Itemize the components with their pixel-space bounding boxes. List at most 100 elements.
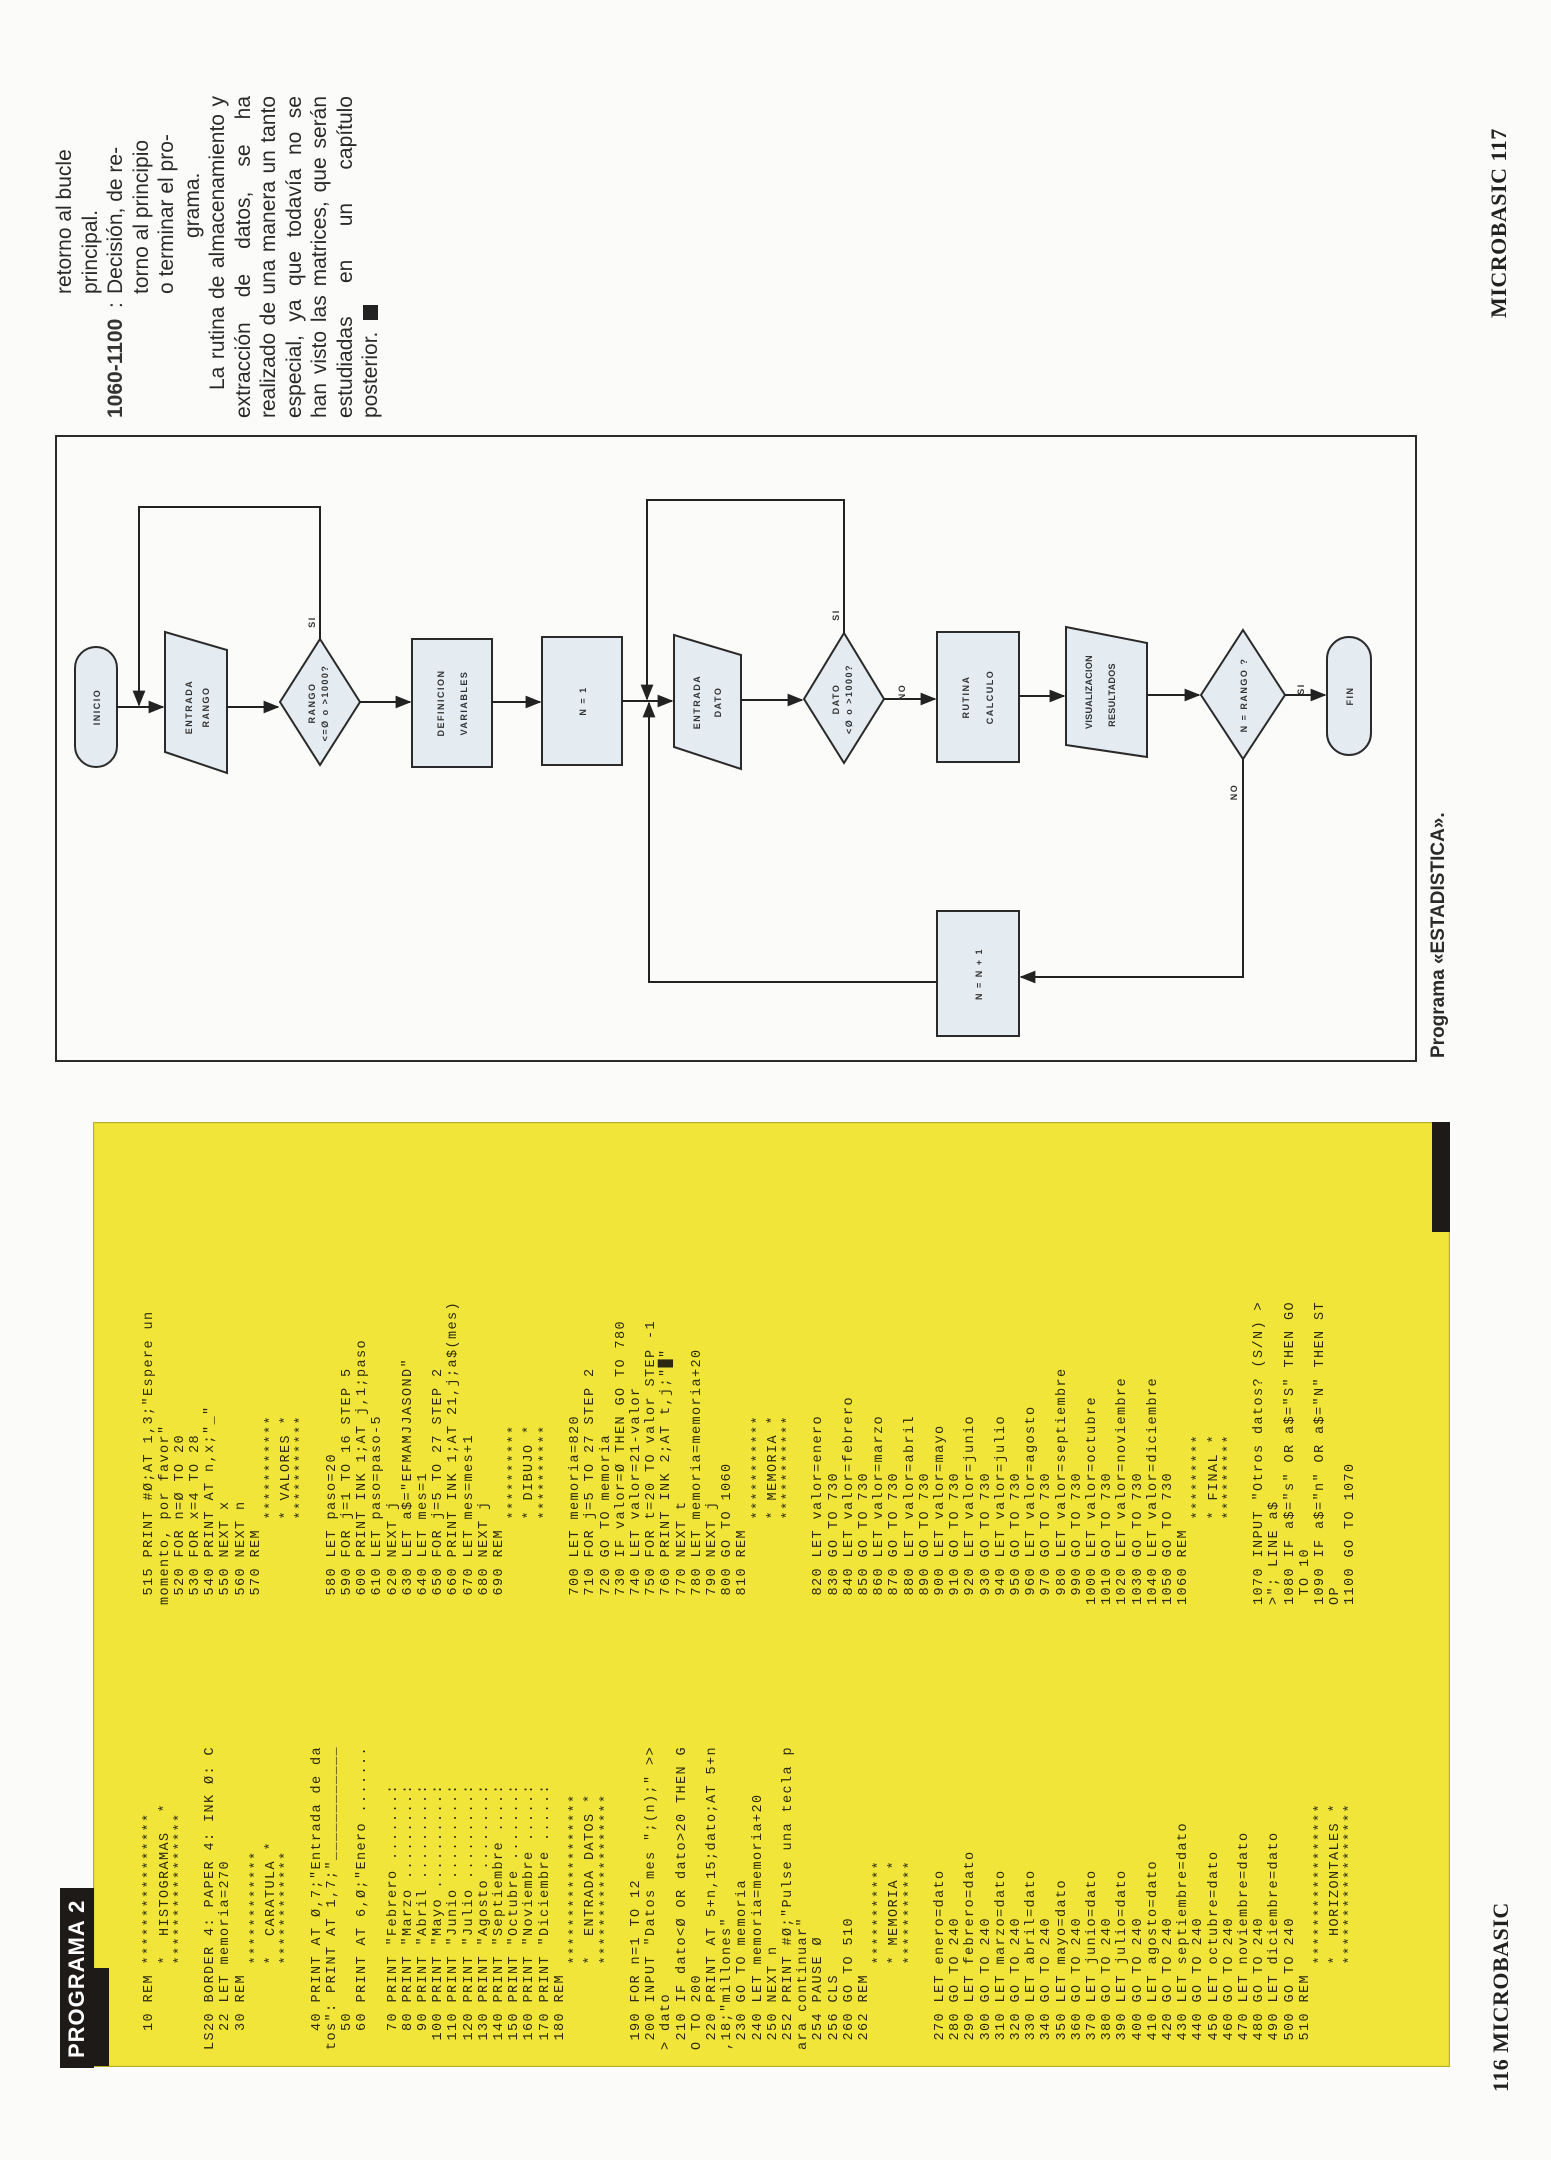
code-line: 430 LET septiembre=dato bbox=[1176, 1821, 1192, 2050]
code-line: * CARATULA * bbox=[264, 1840, 280, 2050]
code-line: 22 LET memoria=270 bbox=[218, 1859, 234, 2050]
code-line: 130 PRINT "Agosto ........: bbox=[476, 1783, 492, 2050]
code-line: 150 PRINT "Octubre .......: bbox=[507, 1783, 523, 2050]
code-line: 590 FOR j=1 TO 16 STEP 5 bbox=[340, 1367, 356, 1605]
svg-text:RUTINA: RUTINA bbox=[961, 676, 971, 719]
code-line: 515 PRINT #Ø;AT 1,3;"Espere un bbox=[142, 1310, 158, 1605]
code-line: 940 LET valor=julio bbox=[993, 1414, 1009, 1605]
code-line: > dato bbox=[659, 1992, 675, 2050]
text-line: torno al principio bbox=[129, 139, 153, 294]
code-line: 540 PRINT AT n,x;"_" bbox=[203, 1405, 219, 1605]
code-line: 410 LET agosto=dato bbox=[1145, 1859, 1161, 2050]
svg-text:N = RANGO ?: N = RANGO ? bbox=[1239, 658, 1249, 733]
code-line: 110 PRINT "Junio .........: bbox=[446, 1783, 462, 2050]
svg-text:ENTRADA: ENTRADA bbox=[184, 680, 194, 735]
code-line bbox=[796, 1135, 811, 1605]
svg-text:SI: SI bbox=[831, 609, 841, 621]
code-line: 70 PRINT "Febrero .......: bbox=[385, 1783, 401, 2050]
code-line: 230 GO TO memoria bbox=[735, 1878, 751, 2050]
code-line: 530 FOR x=4 TO 28 bbox=[188, 1433, 204, 1605]
code-line: 370 LET junio=dato bbox=[1085, 1869, 1100, 2050]
node-dato-check bbox=[802, 631, 886, 765]
code-line: ********** bbox=[537, 1424, 553, 1605]
code-line: 1060 REM bbox=[1176, 1528, 1192, 1605]
flowchart-labels: INICIO ENTRADA RANGO RANGO <=Ø o >1000? … bbox=[92, 609, 1355, 1000]
code-line: 1010 GO TO 730 bbox=[1100, 1471, 1116, 1605]
code-line: 252 PRINT #Ø;"Pulse una tecla p bbox=[780, 1745, 796, 2050]
code-line: 760 PRINT INK 2;AT t,j;"█" bbox=[659, 1348, 675, 1605]
code-line: 480 GO TO 240 bbox=[1252, 1916, 1268, 2050]
code-line: 360 GO TO 240 bbox=[1069, 1916, 1085, 2050]
code-line: 650 FOR j=5 TO 27 STEP 2 bbox=[431, 1367, 447, 1605]
code-line: 990 GO TO 730 bbox=[1069, 1471, 1085, 1605]
paragraph-text: La rutina de almacenamiento y extracción… bbox=[206, 96, 382, 418]
paragraph: La rutina de almacenamiento y extracción… bbox=[205, 96, 384, 418]
code-line: 980 LET valor=septiembre bbox=[1054, 1367, 1070, 1605]
code-line: ***************** bbox=[1343, 1802, 1359, 2050]
code-line: ****************** bbox=[598, 1793, 614, 2050]
code-line: 800 GO TO 1060 bbox=[720, 1462, 736, 1605]
code-line: **************** bbox=[172, 1812, 188, 2050]
code-line: 790 NEXT j bbox=[704, 1500, 720, 1605]
code-line: 80 PRINT "Marzo .........: bbox=[400, 1783, 416, 2050]
code-line: 140 PRINT "Septiembre ....: bbox=[492, 1783, 508, 2050]
node-fin bbox=[1326, 636, 1372, 756]
code-line: ********* bbox=[1191, 1433, 1207, 1605]
code-line bbox=[918, 1620, 933, 2050]
code-line bbox=[188, 1620, 203, 2050]
svg-text:DATO: DATO bbox=[713, 687, 723, 718]
code-line: 1000 LET valor=octubre bbox=[1085, 1395, 1100, 1605]
code-line: ara continuar" bbox=[796, 1916, 812, 2050]
code-line: 550 NEXT x bbox=[218, 1500, 234, 1605]
code-line: 170 PRINT "Diciembre .....: bbox=[537, 1783, 553, 2050]
code-line: 1070 INPUT "Otros datos? (S/N) > bbox=[1252, 1300, 1268, 1605]
code-line: 1030 GO TO 730 bbox=[1130, 1471, 1146, 1605]
code-line: momento, por favor" bbox=[157, 1424, 173, 1605]
svg-text:<=Ø o >1000?: <=Ø o >1000? bbox=[320, 665, 330, 742]
code-line: 1100 GO TO 1070 bbox=[1343, 1462, 1359, 1605]
svg-text:<Ø o >1000?: <Ø o >1000? bbox=[844, 664, 854, 734]
flowchart: INICIO ENTRADA RANGO RANGO <=Ø o >1000? … bbox=[57, 437, 1415, 1060]
code-line: TO 10 bbox=[1297, 1547, 1313, 1605]
line-range-item: 1060-1100 : Decisión, de re- bbox=[103, 96, 129, 418]
flowchart-diagram: INICIO ENTRADA RANGO RANGO <=Ø o >1000? … bbox=[74, 499, 1372, 1037]
code-line: 570 REM bbox=[248, 1528, 264, 1605]
code-line: 750 FOR t=20 TO valor STEP -1 bbox=[644, 1319, 660, 1605]
code-line: 440 GO TO 240 bbox=[1191, 1916, 1207, 2050]
code-line: 520 FOR n=Ø TO 20 bbox=[172, 1433, 188, 1605]
code-line: 970 GO TO 730 bbox=[1039, 1471, 1055, 1605]
code-line: 930 GO TO 730 bbox=[978, 1471, 994, 1605]
code-line bbox=[310, 1135, 325, 1605]
code-line bbox=[294, 1620, 309, 2050]
node-n-inc bbox=[936, 910, 1020, 1037]
code-line: 740 LET valor=21-valor bbox=[628, 1386, 644, 1605]
node-visualizacion bbox=[1065, 625, 1148, 759]
text-line: o terminar el pro- bbox=[155, 134, 178, 294]
code-line: 90 PRINT "Abril .........: bbox=[416, 1783, 432, 2050]
figure-caption: Programa «ESTADISTICA». bbox=[1428, 812, 1449, 1058]
code-line: 720 GO TO memoria bbox=[598, 1433, 614, 1605]
code-line: 910 GO TO 730 bbox=[948, 1471, 964, 1605]
code-line: 450 LET octubre=dato bbox=[1206, 1850, 1222, 2050]
code-line: 870 GO TO 730 bbox=[887, 1471, 903, 1605]
text-line: grama. bbox=[180, 172, 204, 238]
code-line: 490 LET diciembre=dato bbox=[1267, 1831, 1283, 2050]
node-rutina bbox=[936, 631, 1020, 763]
code-line: >"; LINE a$ bbox=[1267, 1500, 1283, 1605]
code-line: O TO 200 bbox=[689, 1973, 705, 2050]
program-tab-label: PROGRAMA 2 bbox=[64, 1899, 89, 2058]
code-line: 840 LET valor=febrero bbox=[841, 1395, 857, 1605]
code-line: 1050 GO TO 730 bbox=[1161, 1471, 1177, 1605]
code-line: 630 LET a$="EFMAMJJASOND" bbox=[400, 1357, 416, 1605]
code-line: *********** bbox=[872, 1859, 888, 2050]
code-line: tos": PRINT AT 1,7;"____________ bbox=[324, 1745, 340, 2050]
code-line: 400 GO TO 240 bbox=[1130, 1916, 1146, 2050]
code-line: *********** bbox=[294, 1414, 310, 1605]
code-line bbox=[1237, 1135, 1252, 1605]
code-line: 500 GO TO 240 bbox=[1282, 1916, 1298, 2050]
code-line: 330 LET abril=dato bbox=[1024, 1869, 1040, 2050]
code-line: * HORIZONTALES * bbox=[1328, 1802, 1344, 2050]
code-line bbox=[370, 1620, 385, 2050]
code-line: * MEMORIA * bbox=[887, 1859, 903, 2050]
code-line: 180 REM bbox=[552, 1973, 568, 2050]
